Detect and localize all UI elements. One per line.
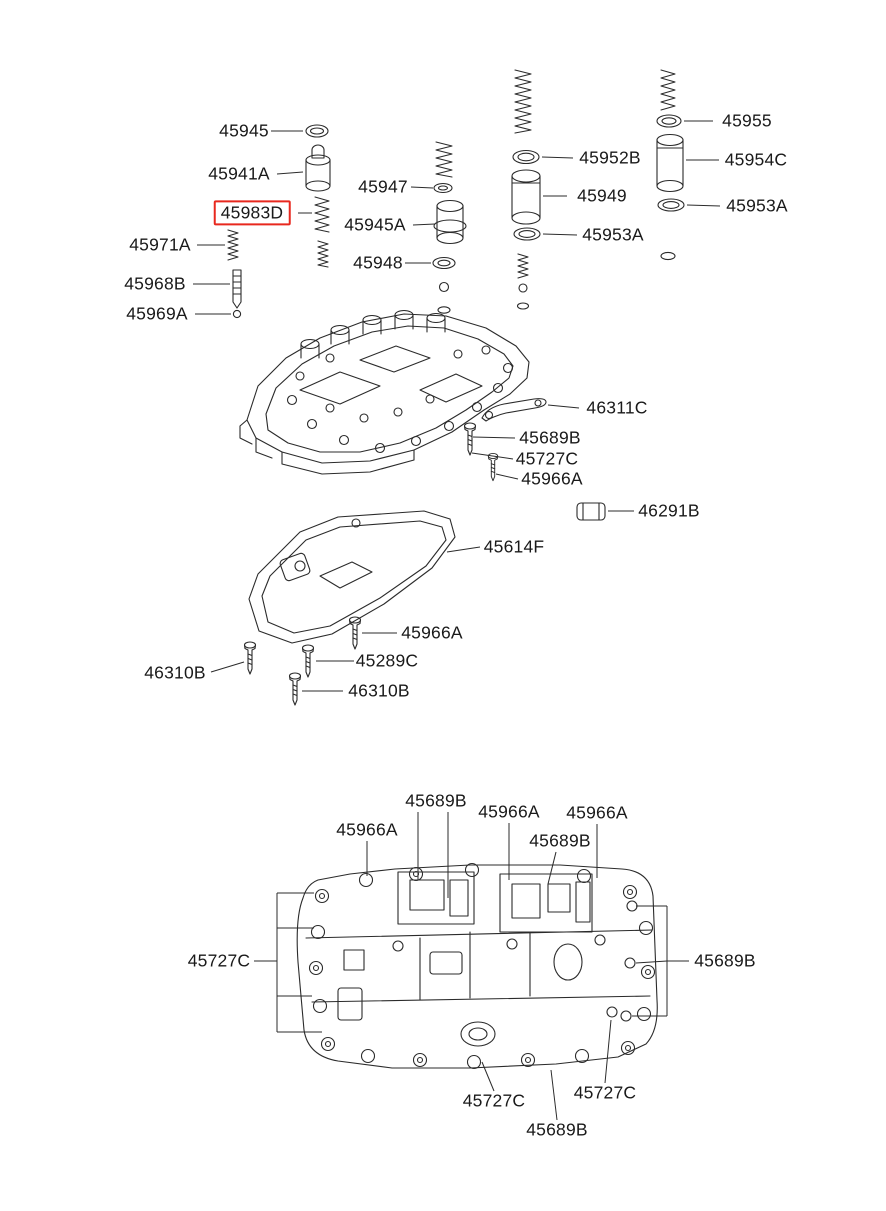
part-label[interactable]: 45966A [401,622,463,643]
leader-lines [193,120,721,1121]
accumulator-part [576,502,606,521]
part-label[interactable]: 45966A [336,819,398,840]
part-label[interactable]: 45953A [726,195,788,216]
part-label[interactable]: 45949 [577,185,627,206]
part-label[interactable]: 45954C [724,149,788,170]
part-label[interactable]: 45947 [358,176,408,197]
part-label[interactable]: 45727C [573,1082,637,1103]
part-label[interactable]: 46310B [144,662,206,683]
part-label[interactable]: 45948 [353,252,403,273]
part-label[interactable]: 45945A [344,214,406,235]
part-label[interactable]: 45614F [483,536,545,557]
part-label[interactable]: 45689B [405,790,467,811]
part-label[interactable]: 45971A [129,234,191,255]
part-label[interactable]: 46291B [638,500,700,521]
part-label[interactable]: 45727C [515,448,579,469]
upper-valve-body-drawing [239,309,530,475]
part-label[interactable]: 46310B [348,680,410,701]
part-label[interactable]: 45966A [566,802,628,823]
part-label[interactable]: 45727C [187,950,251,971]
upper-body-screws [463,422,499,482]
part-label[interactable]: 45289C [355,650,419,671]
part-label[interactable]: 45966A [478,801,540,822]
part-label[interactable]: 45689B [529,830,591,851]
part-label[interactable]: 45727C [462,1090,526,1111]
part-label[interactable]: 45953A [582,224,644,245]
part-label[interactable]: 45968B [124,273,186,294]
oil-filter-drawing [248,510,456,644]
part-label[interactable]: 45955 [722,110,772,131]
part-label[interactable]: 45952B [579,147,641,168]
lower-valve-body-drawing [296,862,658,1070]
part-label[interactable]: 45941A [208,163,270,184]
part-label[interactable]: 45689B [519,427,581,448]
exploded-small-parts [227,69,685,319]
part-label[interactable]: 45689B [694,950,756,971]
detent-lever-part [481,398,547,422]
part-label[interactable]: 45945 [219,120,269,141]
part-label[interactable]: 45966A [521,468,583,489]
part-label[interactable]: 46311C [586,397,648,418]
part-label[interactable]: 45689B [526,1119,588,1140]
part-label[interactable]: 45969A [126,303,188,324]
part-label-highlighted[interactable]: 45983D [213,200,291,226]
